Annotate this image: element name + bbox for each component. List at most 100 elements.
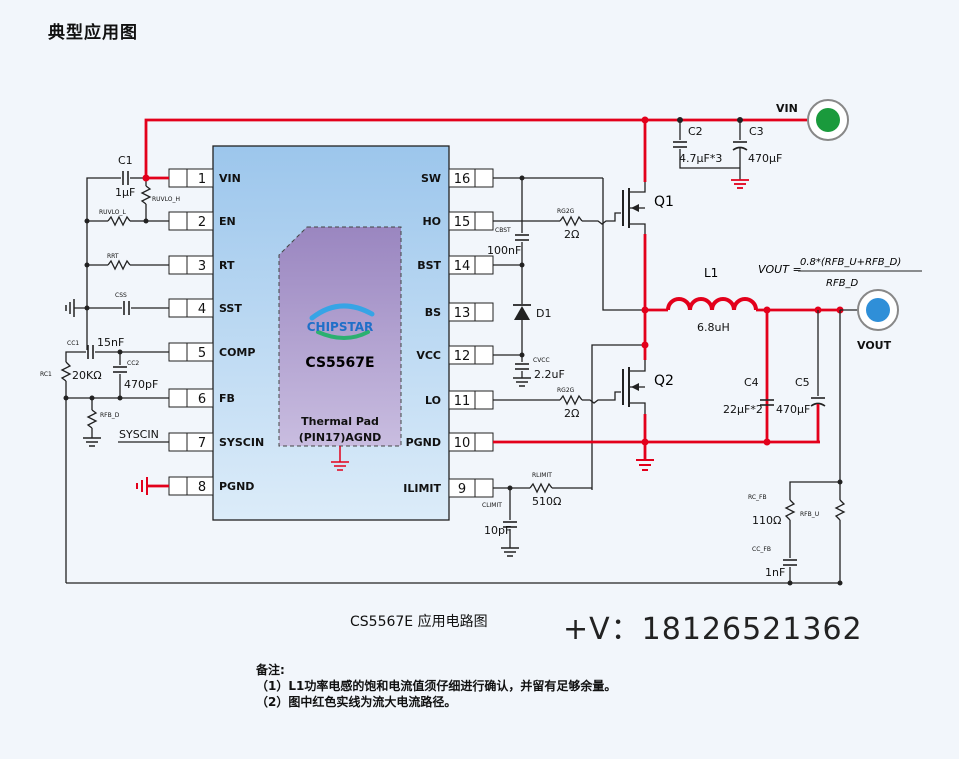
c2-label: C2 (688, 125, 703, 138)
chipstar-logo: CHIPSTAR (307, 303, 375, 340)
c5-value: 470μF (776, 403, 810, 416)
ruvlo-l-label: RUVLO_L (99, 209, 127, 216)
q2-label: Q2 (654, 373, 674, 389)
pin-6-name: FB (219, 392, 235, 405)
thermal-pad-label-1: Thermal Pad (301, 415, 379, 428)
figure-caption: CS5567E 应用电路图 (350, 614, 488, 630)
left-wiring (60, 171, 840, 584)
application-schematic: CHIPSTAR CS5567E Thermal Pad (PIN17)AGND… (40, 99, 922, 586)
pin-8-name: PGND (219, 480, 254, 493)
right-pins: 16 15 14 13 12 11 10 9 SW HO BST BS VCC … (403, 168, 494, 498)
pin-13-number: 13 (454, 306, 471, 321)
c1-label: C1 (118, 154, 133, 167)
right-wiring (493, 175, 645, 557)
cc-fb-value: 1nF (765, 566, 785, 579)
page-title: 典型应用图 (48, 23, 138, 43)
pin-12-number: 12 (454, 349, 471, 364)
q1-mosfet (622, 182, 646, 234)
rfb-d-label: RFB_D (100, 412, 120, 419)
pin-6-number: 6 (198, 392, 206, 407)
vin-label: VIN (776, 102, 798, 115)
css-label: CSS (115, 292, 127, 299)
formula-denominator: RFB_D (826, 278, 859, 289)
pin-4-number: 4 (198, 302, 206, 317)
c3-label: C3 (749, 125, 764, 138)
rc1-label: RC1 (40, 371, 52, 378)
pin-13-name: BS (425, 306, 441, 319)
climit-value: 10pF (484, 524, 511, 537)
pin-5-number: 5 (198, 346, 206, 361)
contact-number: +V：18126521362 (563, 612, 863, 647)
pin-16-name: SW (421, 172, 441, 185)
q1-label: Q1 (654, 194, 674, 210)
output-capacitors (760, 310, 826, 442)
formula-numerator: 0.8*(RFB_U+RFB_D) (800, 257, 901, 268)
left-pins: 1 2 3 4 5 6 7 8 VIN EN RT SST COMP FB SY… (168, 168, 264, 496)
cc1-value: 15nF (97, 336, 124, 349)
pin-3-number: 3 (198, 259, 206, 274)
rfb-u-label: RFB_U (800, 511, 819, 518)
syscin-net-label: SYSCIN (119, 428, 159, 441)
pin-14-number: 14 (454, 259, 471, 274)
component-labels: C1 1μF RUVLO_H RUVLO_L RRT CSS CC1 15nF … (40, 102, 892, 579)
formula-lhs: VOUT = (758, 263, 802, 276)
pin-9-name: ILIMIT (403, 482, 441, 495)
vin-terminal (807, 99, 849, 141)
rc1-value: 20KΩ (72, 369, 102, 382)
input-capacitors (673, 120, 749, 189)
c3-value: 470μF (748, 152, 782, 165)
high-current-path (142, 116, 844, 471)
cbst-label: CBST (495, 227, 511, 234)
l1-label: L1 (704, 266, 718, 280)
rg2g-high-value: 2Ω (564, 228, 579, 241)
vout-terminal (840, 289, 899, 331)
pin-15-name: HO (422, 215, 441, 228)
rrt-label: RRT (107, 253, 119, 260)
pin-3-name: RT (219, 259, 235, 272)
c1-value: 1μF (115, 186, 135, 199)
pin-7-name: SYSCIN (219, 436, 264, 449)
pin-8-number: 8 (198, 480, 206, 495)
pin-7-number: 7 (198, 436, 206, 451)
pin-15-number: 15 (454, 215, 471, 230)
pin-11-name: LO (425, 394, 441, 407)
cvcc-label: CVCC (533, 357, 550, 364)
pin-11-number: 11 (454, 394, 471, 409)
vout-label: VOUT (857, 339, 892, 352)
notes-block: 备注: （1）L1功率电感的饱和电流值须仔细进行确认，并留有足够余量。 （2）图… (256, 662, 616, 710)
cc1-label: CC1 (67, 340, 79, 347)
agnd-ground-symbol (331, 446, 349, 471)
pin-2-number: 2 (198, 215, 206, 230)
l1-value: 6.8uH (697, 321, 730, 334)
feedback-network (783, 310, 846, 586)
c4-label: C4 (744, 376, 759, 389)
climit-label: CLIMIT (482, 502, 502, 509)
note-2: （2）图中红色实线为流大电流路径。 (256, 695, 457, 709)
pin-10-number: 10 (454, 436, 471, 451)
note-1: （1）L1功率电感的饱和电流值须仔细进行确认，并留有足够余量。 (256, 679, 617, 693)
vout-formula: VOUT = 0.8*(RFB_U+RFB_D) RFB_D (758, 257, 922, 289)
pin-5-name: COMP (219, 346, 255, 359)
thermal-pad-label-2: (PIN17)AGND (299, 431, 382, 444)
rg2g-low-label: RG2G (557, 387, 575, 394)
pin-9-number: 9 (458, 482, 466, 497)
chip-part-number: CS5567E (305, 355, 374, 371)
cc2-label: CC2 (127, 360, 139, 367)
cc2-value: 470pF (124, 378, 158, 391)
cbst-value: 100nF (487, 244, 521, 257)
pin-10-name: PGND (406, 436, 441, 449)
chip-brand: CHIPSTAR (307, 320, 374, 334)
pin-1-number: 1 (198, 172, 206, 187)
pin-16-number: 16 (454, 172, 471, 187)
inductor-l1 (666, 297, 758, 311)
notes-heading: 备注: (256, 663, 285, 677)
c5-label: C5 (795, 376, 810, 389)
c4-value: 22μF*2 (723, 403, 763, 416)
d1-label: D1 (536, 307, 551, 320)
c2-value: 4.7μF*3 (679, 152, 722, 165)
rg2g-low-value: 2Ω (564, 407, 579, 420)
q2-mosfet (622, 360, 646, 414)
cvcc-value: 2.2uF (534, 368, 565, 381)
rlimit-label: RLIMIT (532, 472, 552, 479)
pin-2-name: EN (219, 215, 236, 228)
